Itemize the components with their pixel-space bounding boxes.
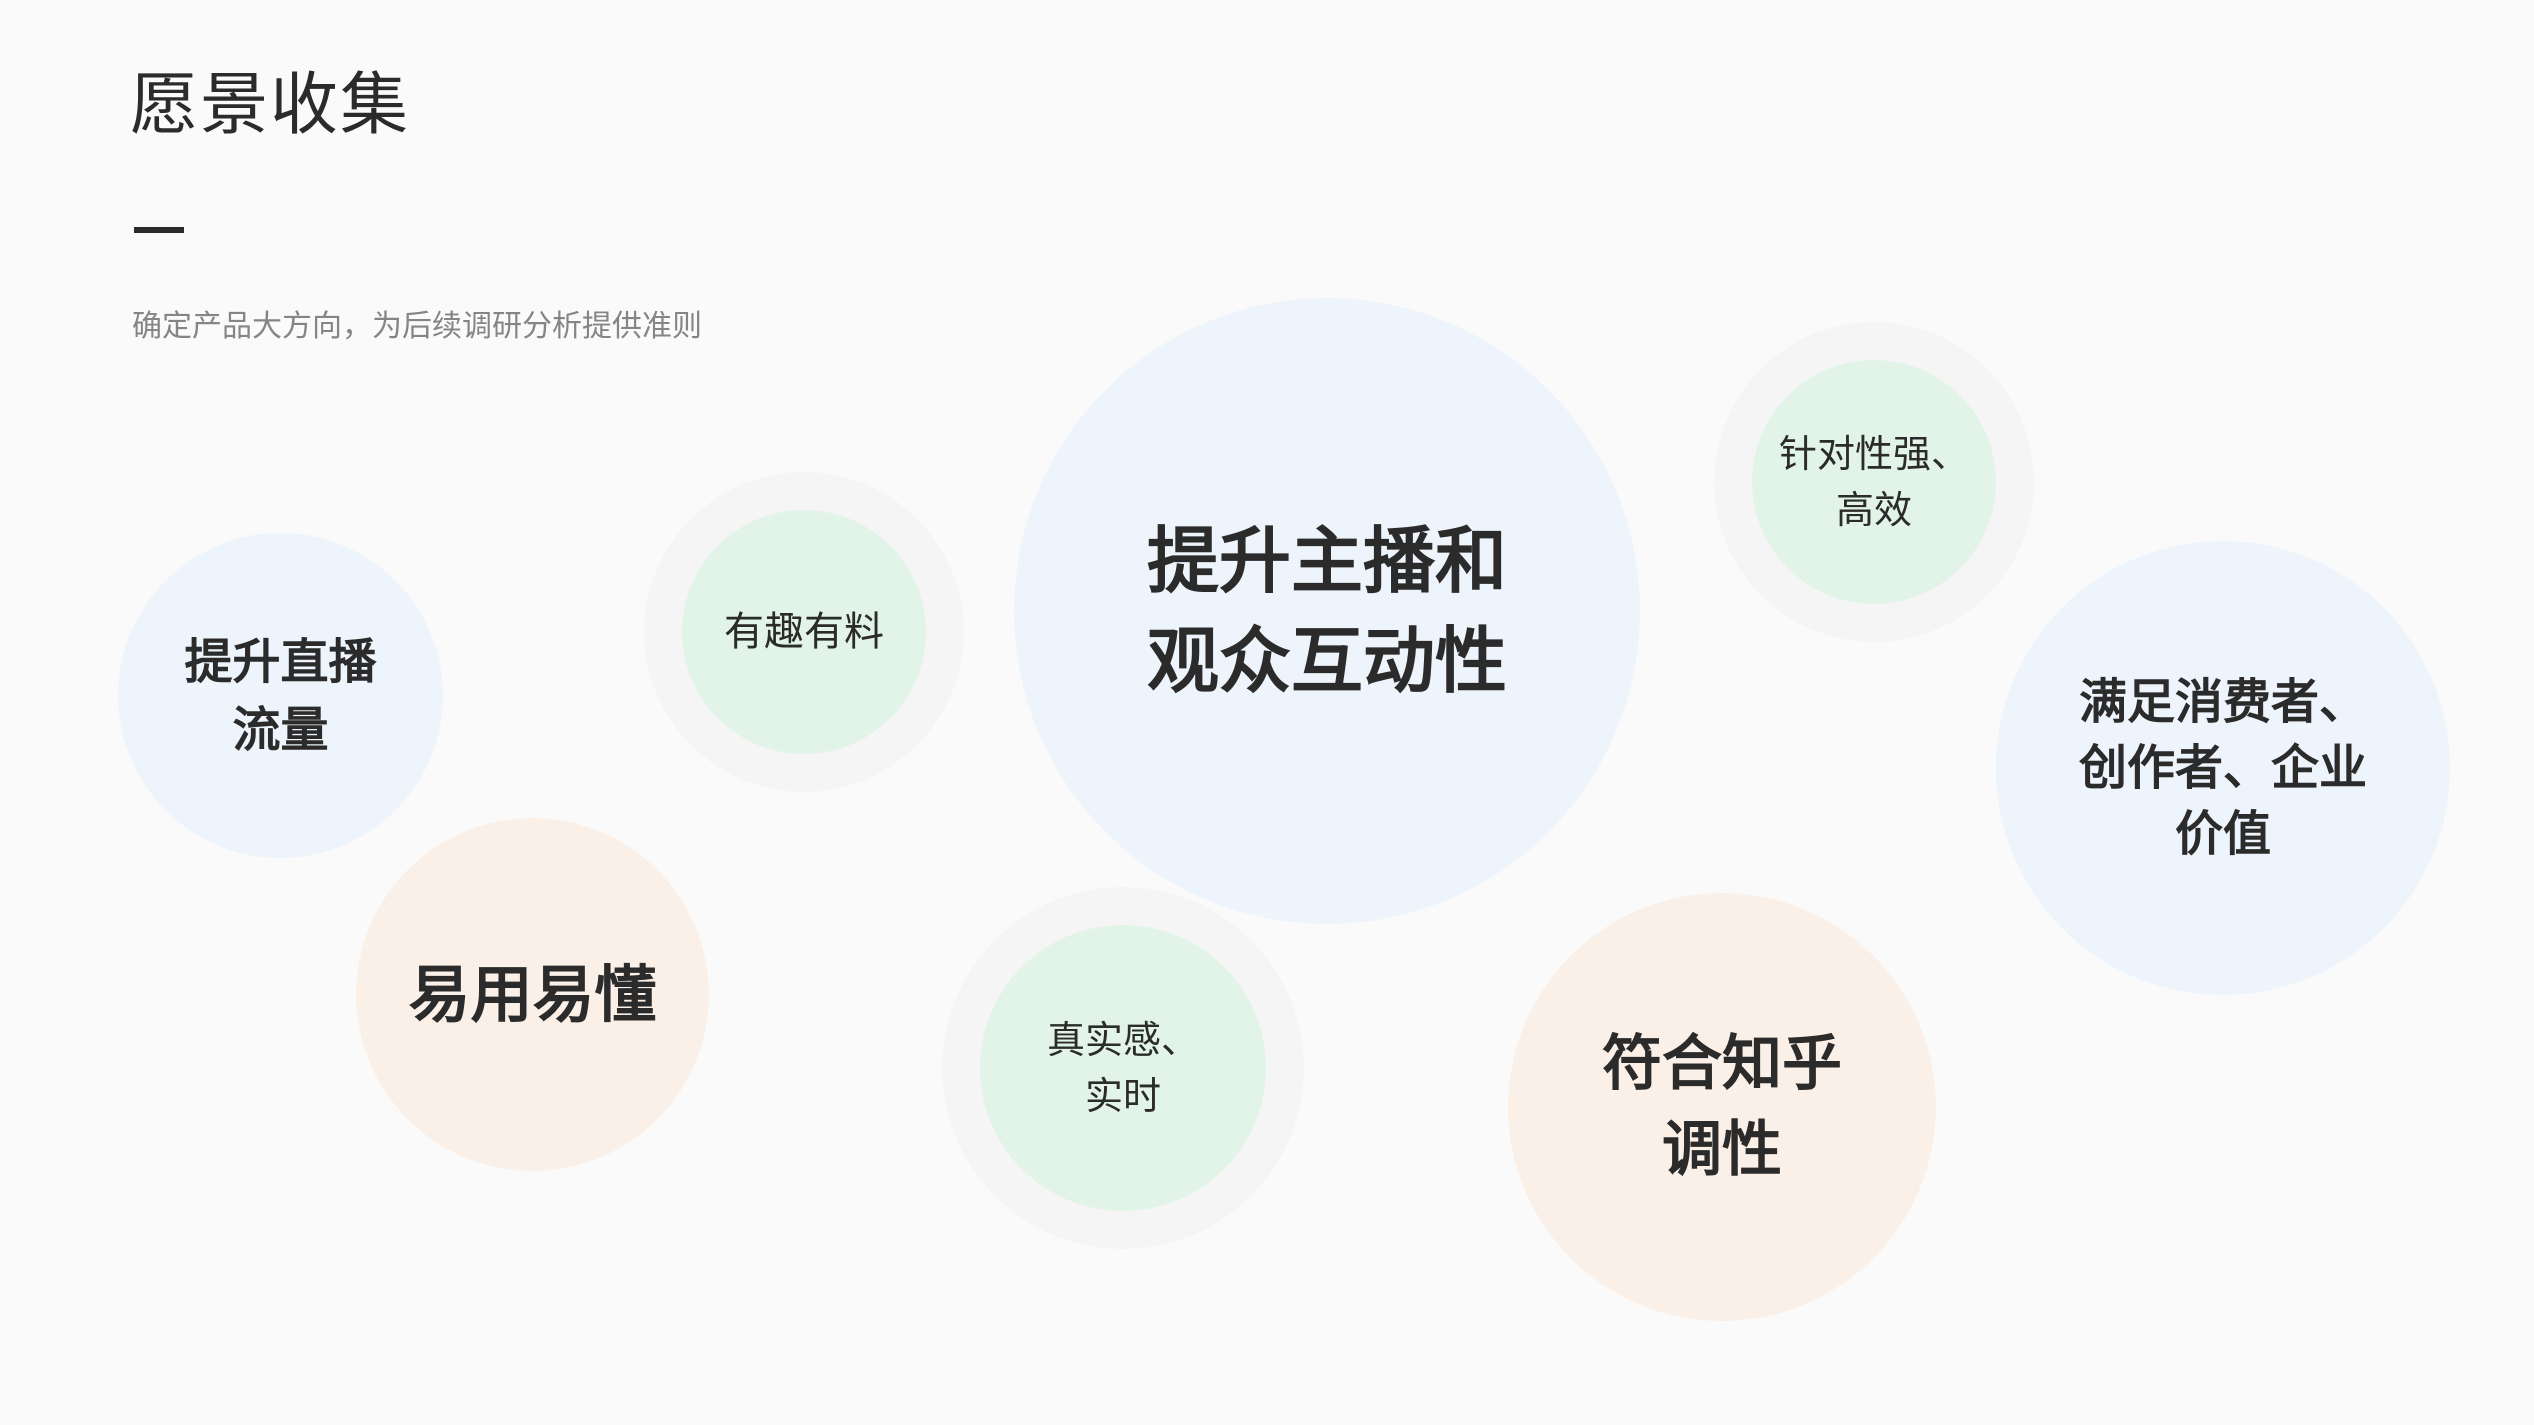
vision-bubble-realtime: 真实感、 实时 — [980, 925, 1266, 1211]
vision-bubble-interaction: 提升主播和 观众互动性 — [1014, 298, 1640, 924]
vision-bubble-fun-content: 有趣有料 — [682, 510, 926, 754]
bubble-line: 符合知乎 — [1602, 1029, 1842, 1099]
bubble-line: 价值 — [2174, 806, 2271, 862]
bubble-line: 针对性强、 — [1778, 432, 1969, 476]
bubble-line: 提升主播和 — [1146, 519, 1507, 603]
title-divider — [134, 227, 184, 233]
bubble-line: 易用易懂 — [408, 957, 657, 1031]
vision-bubble-value: 满足消费者、 创作者、企业 价值 — [1996, 541, 2450, 995]
bubble-line: 提升直播 — [184, 633, 377, 690]
bubble-line: 高效 — [1835, 488, 1912, 532]
vision-bubble-zhihu-tone: 符合知乎 调性 — [1508, 893, 1936, 1321]
bubble-line: 满足消费者、 — [2078, 674, 2367, 730]
bubble-line: 有趣有料 — [724, 609, 884, 655]
bubble-line: 实时 — [1084, 1074, 1161, 1118]
vision-bubble-targeted: 针对性强、 高效 — [1752, 360, 1996, 604]
page-title: 愿景收集 — [130, 66, 411, 145]
bubble-line: 创作者、企业 — [2078, 740, 2367, 796]
bubble-line: 观众互动性 — [1146, 619, 1507, 703]
vision-bubble-live-traffic: 提升直播 流量 — [118, 533, 443, 858]
vision-bubble-easy: 易用易懂 — [356, 818, 709, 1171]
bubble-line: 真实感、 — [1046, 1018, 1199, 1062]
page-subtitle: 确定产品大方向，为后续调研分析提供准则 — [132, 309, 702, 344]
bubble-line: 流量 — [232, 701, 329, 758]
bubble-line: 调性 — [1662, 1115, 1782, 1185]
